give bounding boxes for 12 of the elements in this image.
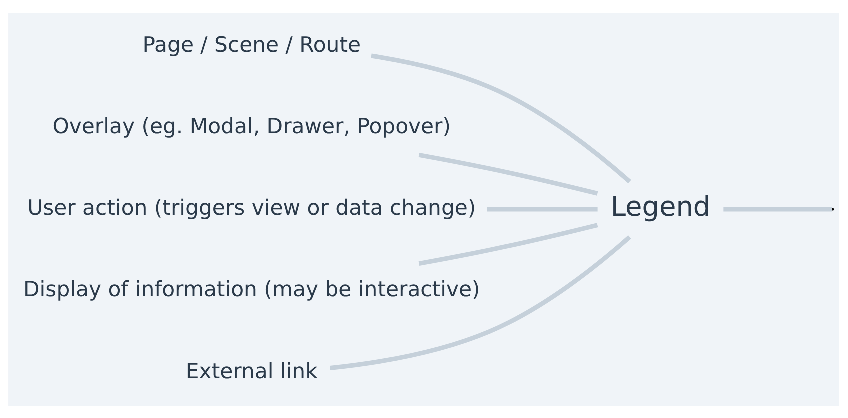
connector [418,152,598,196]
node-text: External link [186,358,318,383]
connector [371,53,632,184]
connector [724,206,832,212]
connector [418,222,598,266]
node-text: Display of information (may be interactive) [24,276,480,302]
node-text: Page / Scene / Route [142,31,362,56]
node-text: User action (triggers view or data change) [28,194,476,220]
node-text: Legend [610,192,711,223]
connector [487,206,598,212]
connector [330,234,632,370]
node-text: Overlay (eg. Modal, Drawer, Popover) [52,112,452,138]
